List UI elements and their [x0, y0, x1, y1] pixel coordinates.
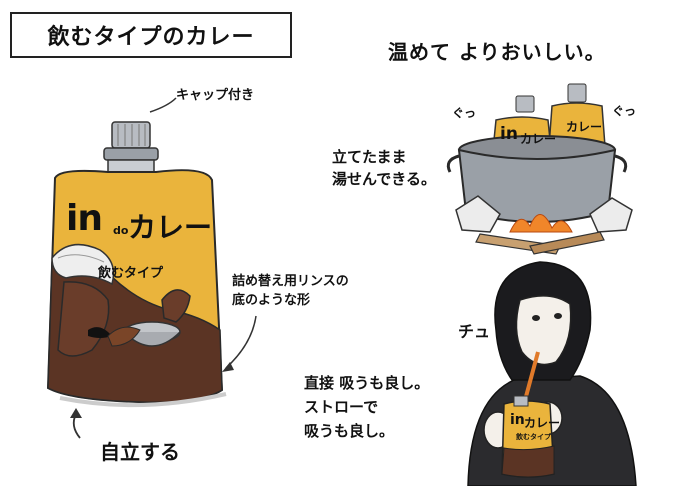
drink-caption-line1: 直接 吸うも良し。	[304, 374, 430, 392]
refill-note-line2: 底のような形	[232, 293, 311, 308]
drink-pouch-brand-in: in	[510, 412, 525, 428]
drink-caption-line3: 吸うも良し。	[304, 422, 395, 440]
pot-caption-line2: 湯せんできる。	[332, 170, 436, 188]
drink-scene	[467, 261, 637, 486]
straw	[522, 351, 540, 405]
cap-pointer-line	[149, 97, 177, 113]
pot-pouch-left-brand-in: in	[500, 124, 518, 144]
refill-note-line1: 詰め替え用リンスの	[232, 274, 349, 289]
drink-pouch-brand-curry: カレー	[524, 416, 561, 430]
brand-in: in	[66, 198, 103, 239]
pot-scene	[446, 83, 633, 255]
sfx-right: ぐっ	[612, 104, 637, 118]
refill-pointer-line	[225, 315, 257, 369]
person-face	[515, 295, 572, 366]
main-pouch	[46, 121, 227, 408]
brand-curry: カレー	[128, 211, 213, 244]
drink-pouch-type: 飲むタイプ	[516, 433, 551, 441]
pot-caption-line1: 立てたまま	[332, 148, 407, 166]
drink-sfx: チュ	[458, 322, 491, 341]
cap-note: キャップ付き	[176, 88, 255, 103]
product-type: 飲むタイプ	[98, 266, 164, 281]
brand-do: do	[113, 224, 129, 237]
pot-pouch-right-brand-curry: カレー	[566, 120, 603, 134]
drink-caption-line2: ストローで	[304, 398, 379, 416]
stand-note: 自立する	[100, 440, 180, 464]
tagline: 温めて よりおいしい。	[388, 40, 606, 64]
page-title: 飲むタイプのカレー	[10, 12, 292, 58]
sfx-left: ぐっ	[452, 106, 477, 120]
pot-pouch-left-brand-curry: カレー	[520, 132, 557, 146]
